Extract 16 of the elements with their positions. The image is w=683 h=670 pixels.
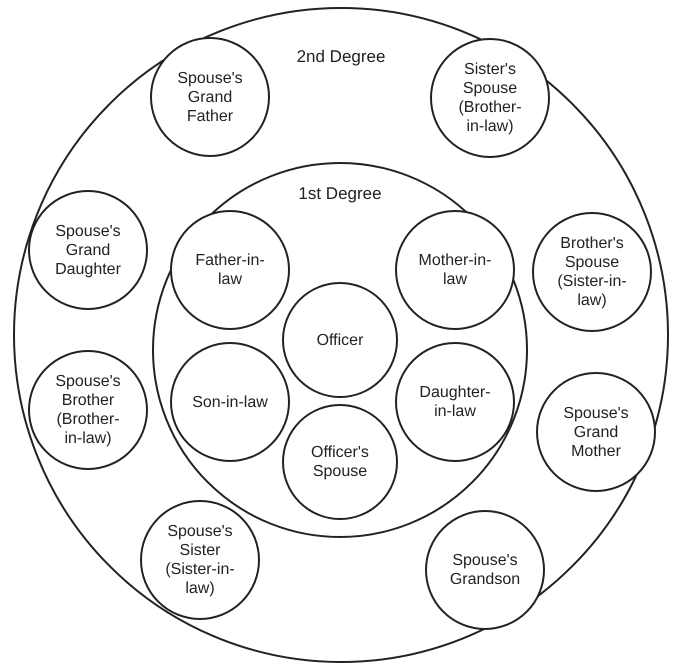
relation-label: Son-in-law: [191, 392, 269, 412]
relation-label: Spouse's Brother (Brother-in-law): [54, 372, 122, 448]
relation-label: Daughter-in-law: [418, 383, 492, 421]
relation-label: Spouse's Grand Daughter: [54, 222, 122, 278]
relation-label: Brother's Spouse (Sister-in-law): [556, 234, 628, 310]
relation-label: Mother-in-law: [418, 251, 492, 289]
relation-label: Officer: [316, 330, 364, 350]
relation-label: Spouse's Grandson: [448, 551, 522, 589]
relation-label: Spouse's Sister (Sister-in-law): [164, 522, 236, 598]
relation-label: Sister's Spouse (Brother-in-law): [457, 60, 523, 136]
relation-label: Spouse's Grand Mother: [562, 404, 630, 460]
degree-heading: 1st Degree: [297, 184, 383, 204]
relation-label: Spouse's Grand Father: [176, 68, 244, 126]
relation-label: Father-in-law: [194, 251, 266, 289]
relation-label: Officer's Spouse: [310, 443, 370, 481]
degree-heading: 2nd Degree: [296, 47, 386, 67]
